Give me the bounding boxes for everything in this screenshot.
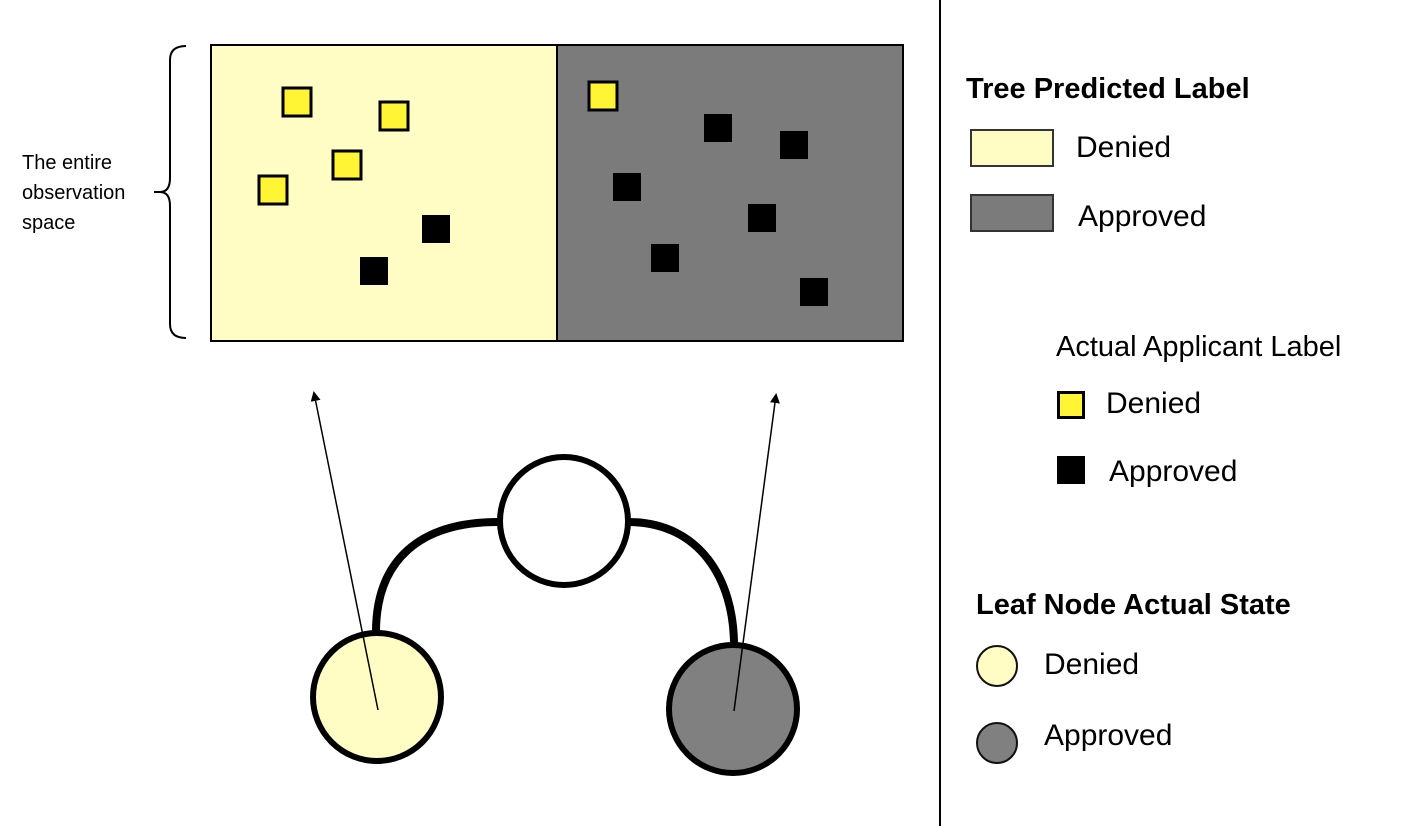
- tree-edge-right: [627, 518, 738, 646]
- arrow-leaf-approved-to-region: [733, 393, 780, 712]
- leaf-node-approved: [666, 642, 800, 776]
- legend-predicted-denied-label: Denied: [1076, 131, 1172, 164]
- observation-space-brace: [159, 45, 187, 339]
- legend-predicted-approved-label: Approved: [1078, 200, 1207, 233]
- legend-swatch-predicted-denied: [970, 129, 1054, 167]
- point-actual-approved-5: [422, 215, 450, 243]
- legend-divider: [939, 0, 941, 826]
- point-actual-denied-3: [331, 149, 363, 181]
- legend-swatch-predicted-approved: [970, 194, 1054, 232]
- point-actual-denied-2: [378, 100, 410, 132]
- observation-label-line-3: space: [22, 212, 76, 234]
- legend-actual-denied-label: Denied: [1106, 387, 1202, 420]
- legend-leaf-denied-label: Denied: [1044, 648, 1140, 681]
- point-actual-denied-4: [257, 174, 289, 206]
- observation-space-label: The entire observation space: [22, 148, 162, 238]
- legend-swatch-leaf-approved: [976, 722, 1018, 764]
- leaf-node-denied: [310, 630, 444, 764]
- observation-label-line-2: observation: [22, 182, 126, 204]
- point-actual-approved-12: [651, 244, 679, 272]
- points-layer: [257, 80, 828, 306]
- arrow-leaf-denied-to-region: [310, 391, 379, 711]
- tree-root-node: [497, 454, 631, 588]
- point-actual-approved-10: [613, 173, 641, 201]
- legend-leaf-approved-label: Approved: [1044, 719, 1173, 752]
- point-actual-denied-7: [587, 80, 619, 112]
- legend-tree-predicted-title: Tree Predicted Label: [966, 73, 1250, 105]
- legend-actual-applicant-title: Actual Applicant Label: [1056, 331, 1342, 363]
- point-actual-approved-11: [748, 204, 776, 232]
- point-actual-approved-6: [360, 257, 388, 285]
- point-actual-denied-1: [281, 86, 313, 118]
- tree-edge-left: [372, 518, 499, 633]
- point-actual-approved-9: [780, 131, 808, 159]
- observation-label-line-1: The entire: [22, 152, 113, 174]
- legend-swatch-actual-approved: [1057, 456, 1085, 484]
- point-actual-approved-13: [800, 278, 828, 306]
- legend-swatch-actual-denied: [1057, 391, 1085, 419]
- point-actual-approved-8: [704, 114, 732, 142]
- diagram-canvas: [154, 44, 904, 776]
- legend-leaf-state-title: Leaf Node Actual State: [976, 589, 1291, 621]
- legend-actual-approved-label: Approved: [1109, 455, 1238, 488]
- legend-swatch-leaf-denied: [976, 645, 1018, 687]
